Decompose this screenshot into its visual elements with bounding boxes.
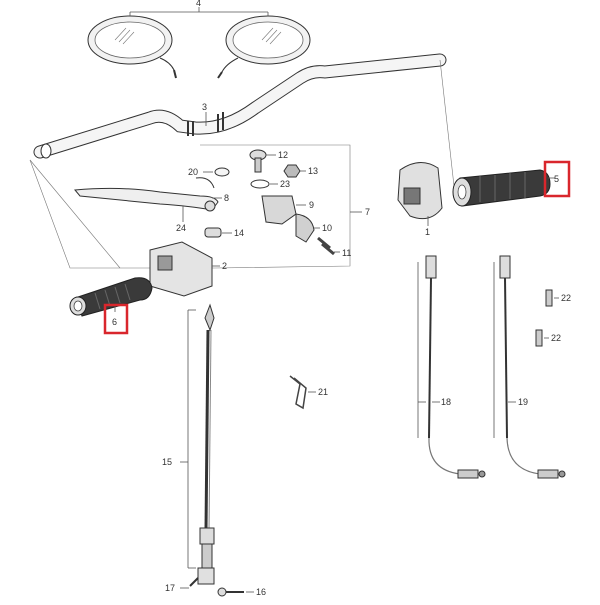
brake-lever[interactable]: [74, 177, 219, 212]
washer-20[interactable]: 20: [188, 167, 230, 177]
callout-6-highlight[interactable]: 6: [103, 303, 129, 335]
svg-text:9: 9: [309, 200, 314, 210]
callout-24: 24: [176, 206, 186, 233]
svg-text:17: 17: [165, 583, 175, 593]
callout-8: 8: [212, 193, 229, 203]
right-throttle-housing[interactable]: 1: [397, 162, 443, 237]
clutch-cable[interactable]: [197, 303, 215, 585]
svg-text:13: 13: [308, 166, 318, 176]
svg-text:20: 20: [188, 167, 198, 177]
pin-14[interactable]: 14: [204, 227, 244, 238]
right-grip[interactable]: [452, 169, 551, 207]
handlebar[interactable]: [33, 53, 447, 159]
svg-text:10: 10: [322, 223, 332, 233]
left-grip[interactable]: [69, 277, 153, 317]
screws-11[interactable]: 11: [317, 236, 351, 258]
left-switch-housing[interactable]: 2: [149, 241, 227, 297]
callout-4: 4: [129, 0, 269, 16]
pin-16[interactable]: 16: [217, 587, 266, 597]
callout-18: 18: [417, 262, 451, 438]
svg-text:1: 1: [425, 227, 430, 237]
callout-3: 3: [202, 102, 207, 126]
callout-19: 19: [493, 262, 528, 438]
spring-clip-21[interactable]: 21: [289, 375, 328, 410]
left-mirror[interactable]: [87, 15, 177, 79]
adjuster-22-upper[interactable]: 22: [545, 289, 571, 307]
svg-text:18: 18: [441, 397, 451, 407]
callout-5-highlight[interactable]: 5: [543, 160, 571, 198]
svg-text:24: 24: [176, 223, 186, 233]
svg-text:6: 6: [112, 317, 117, 327]
adjuster-22-lower[interactable]: 22: [535, 329, 561, 347]
svg-text:22: 22: [561, 293, 571, 303]
washer-23[interactable]: 23: [250, 179, 290, 189]
svg-text:19: 19: [518, 397, 528, 407]
svg-text:16: 16: [256, 587, 266, 597]
svg-text:21: 21: [318, 387, 328, 397]
svg-text:7: 7: [365, 207, 370, 217]
svg-text:3: 3: [202, 102, 207, 112]
nut-13[interactable]: 13: [283, 164, 318, 178]
svg-text:12: 12: [278, 150, 288, 160]
callout-15: 15: [162, 309, 196, 569]
bracket-9[interactable]: 9: [261, 195, 314, 225]
clip-17[interactable]: 17: [165, 577, 199, 593]
svg-text:22: 22: [551, 333, 561, 343]
svg-text:15: 15: [162, 457, 172, 467]
throttle-cable-19[interactable]: [499, 255, 566, 479]
svg-text:8: 8: [224, 193, 229, 203]
svg-text:4: 4: [196, 0, 201, 8]
throttle-cable-18[interactable]: [425, 255, 486, 479]
svg-text:23: 23: [280, 179, 290, 189]
clamp-10[interactable]: 10: [295, 213, 332, 243]
svg-text:14: 14: [234, 228, 244, 238]
bolt-12[interactable]: 12: [249, 149, 288, 173]
svg-text:5: 5: [554, 174, 559, 184]
svg-text:11: 11: [342, 248, 351, 258]
svg-text:2: 2: [222, 261, 227, 271]
lever-assembly-frame: 7: [29, 144, 370, 269]
right-mirror[interactable]: [217, 15, 311, 79]
